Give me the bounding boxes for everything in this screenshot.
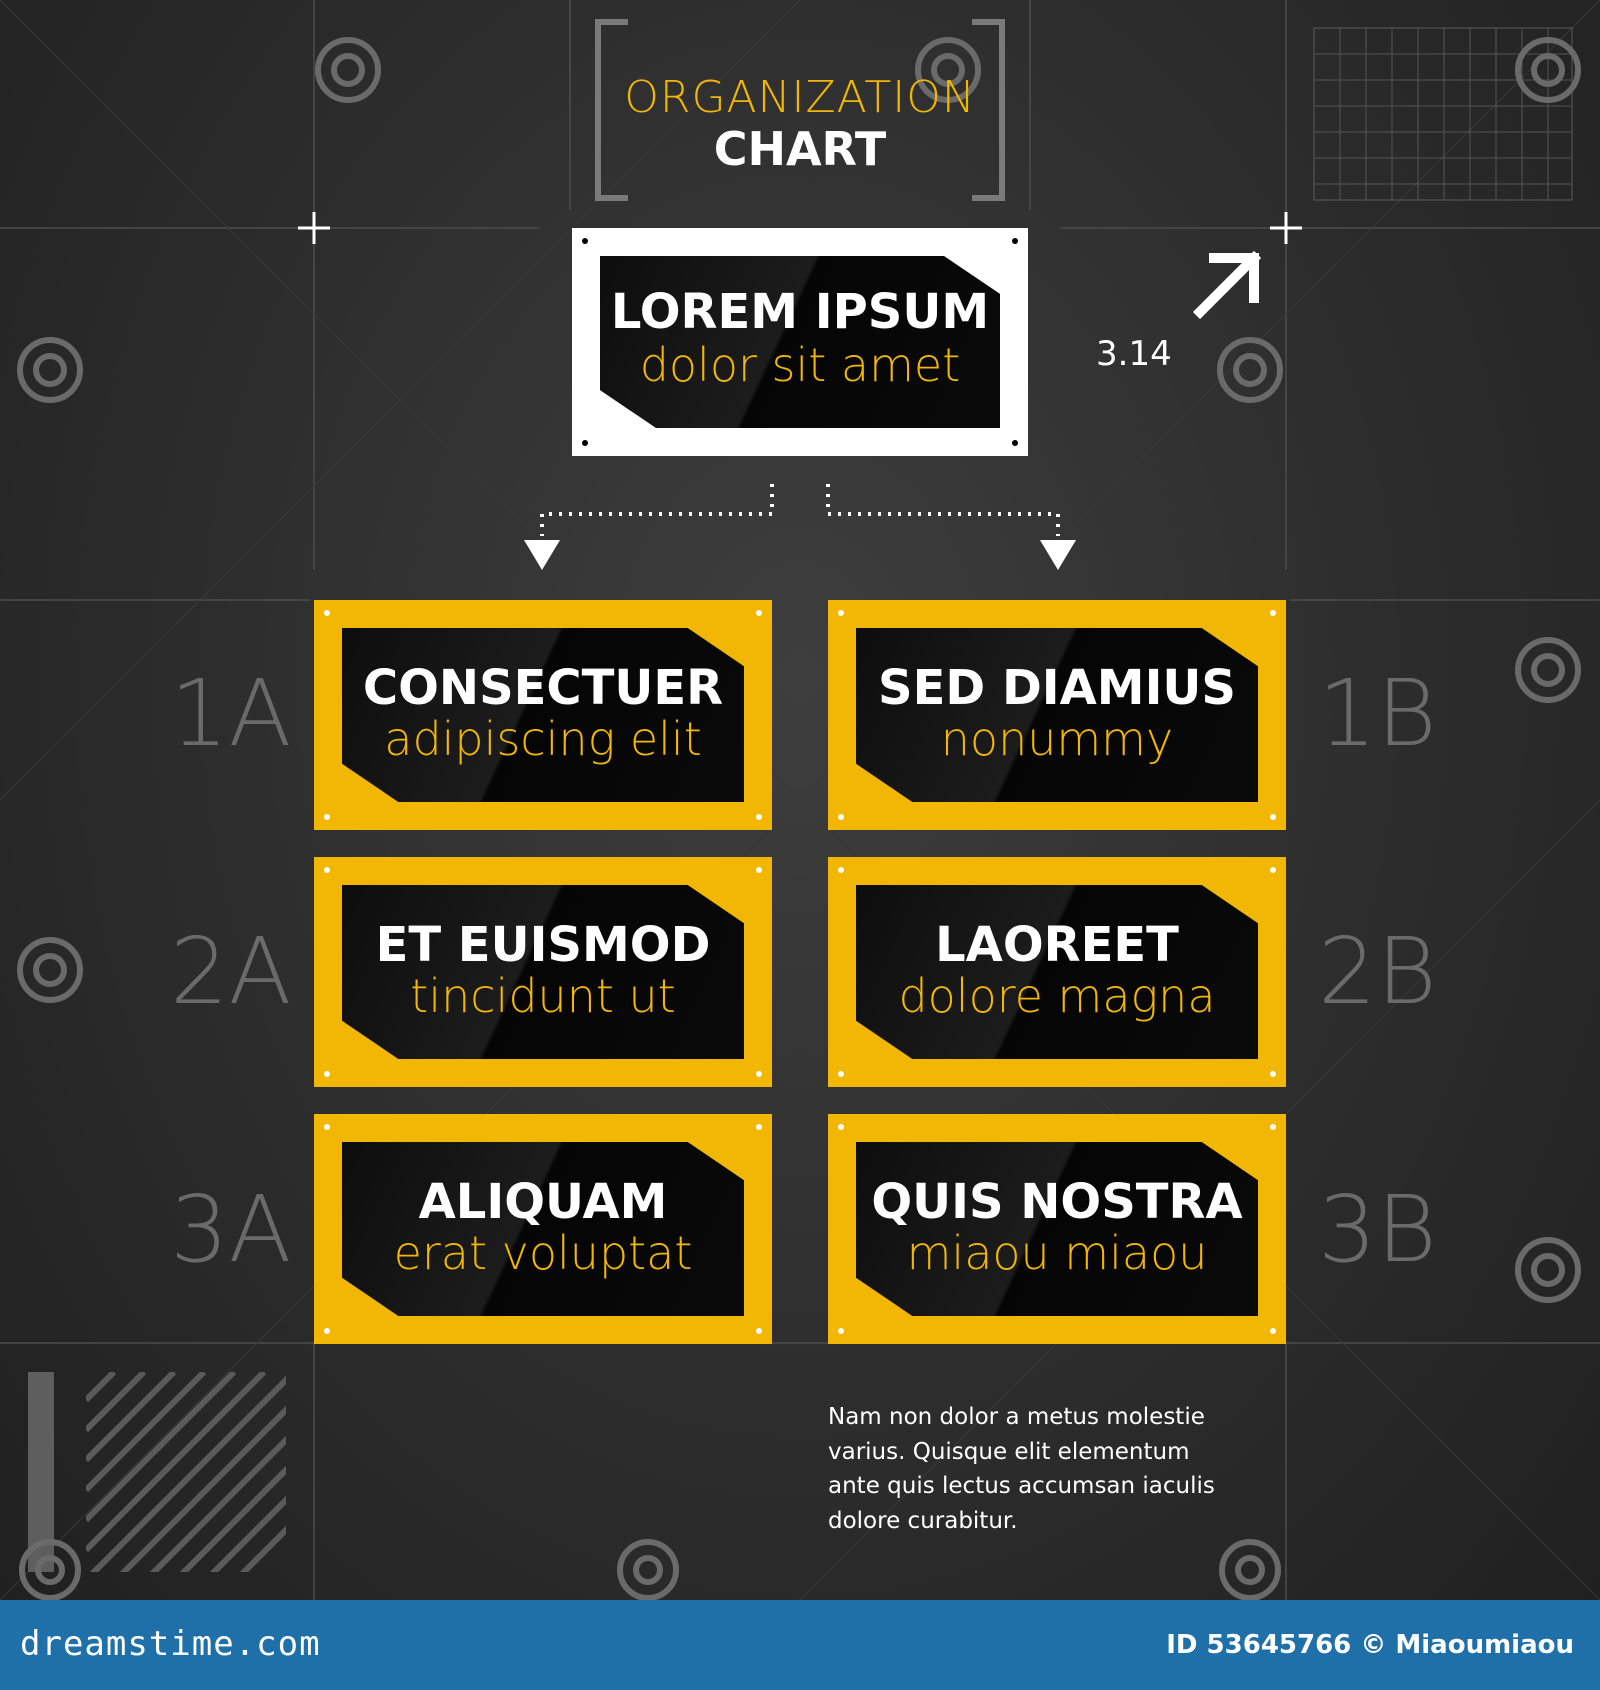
row-label-3b: 3B (1318, 1176, 1437, 1283)
root-node-title: LOREM IPSUM (610, 284, 990, 340)
row-label-3a: 3A (170, 1176, 292, 1283)
footer-credit: ID 53645766 © Miaoumiaou (1166, 1630, 1574, 1660)
root-node: LOREM IPSUM dolor sit amet (572, 228, 1028, 456)
org-node-title: SED DIAMIUS (878, 660, 1236, 716)
crosshair-right (1270, 212, 1302, 244)
background-grid (0, 0, 1600, 1600)
arrow-down-right-icon (1040, 540, 1076, 570)
chart-title-bottom: CHART (713, 122, 887, 176)
watermark-spiral-icon (17, 37, 1581, 1600)
hatch-pattern (28, 1372, 286, 1572)
org-node-title: ALIQUAM (418, 1174, 668, 1230)
org-node-title: CONSECTUER (362, 660, 724, 716)
row-label-2b: 2B (1318, 918, 1437, 1025)
footer-brand: dreamstime.com (20, 1624, 321, 1664)
title-bracket (595, 19, 1005, 201)
arrow-down-left-icon (524, 540, 560, 570)
org-node-1a: CONSECTUER adipiscing elit (314, 600, 772, 830)
root-node-subtitle: dolor sit amet (639, 338, 961, 392)
annotation-number: 3.14 (1096, 334, 1172, 374)
org-node-2b: LAOREET dolore magna (828, 857, 1286, 1087)
org-node-subtitle: erat voluptat (393, 1226, 693, 1280)
org-node-subtitle: miaou miaou (906, 1226, 1208, 1280)
org-node-title: QUIS NOSTRA (871, 1174, 1243, 1230)
crosshair-left (298, 212, 330, 244)
row-label-1a: 1A (170, 660, 292, 767)
org-node-title: ET EUISMOD (375, 917, 711, 973)
connector-left (540, 484, 774, 536)
note-text: Nam non dolor a metus molestie varius. Q… (828, 1404, 1215, 1534)
diagonal-arrow-icon (1192, 250, 1262, 320)
org-node-subtitle: tincidunt ut (410, 969, 676, 1023)
org-node-subtitle: nonummy (940, 712, 1174, 766)
org-node-3a: ALIQUAM erat voluptat (314, 1114, 772, 1344)
org-node-title: LAOREET (935, 917, 1179, 973)
org-node-subtitle: adipiscing elit (384, 712, 702, 766)
org-node-1b: SED DIAMIUS nonummy (828, 600, 1286, 830)
row-label-1b: 1B (1318, 660, 1437, 767)
chart-title-top: ORGANIZATION (624, 72, 976, 123)
footer-bar: dreamstime.com ID 53645766 © Miaoumiaou (0, 1600, 1600, 1690)
org-node-3b: QUIS NOSTRA miaou miaou (828, 1114, 1286, 1344)
org-node-2a: ET EUISMOD tincidunt ut (314, 857, 772, 1087)
connector-right (826, 484, 1060, 536)
org-node-subtitle: dolore magna (898, 969, 1216, 1023)
row-label-2a: 2A (170, 918, 292, 1025)
